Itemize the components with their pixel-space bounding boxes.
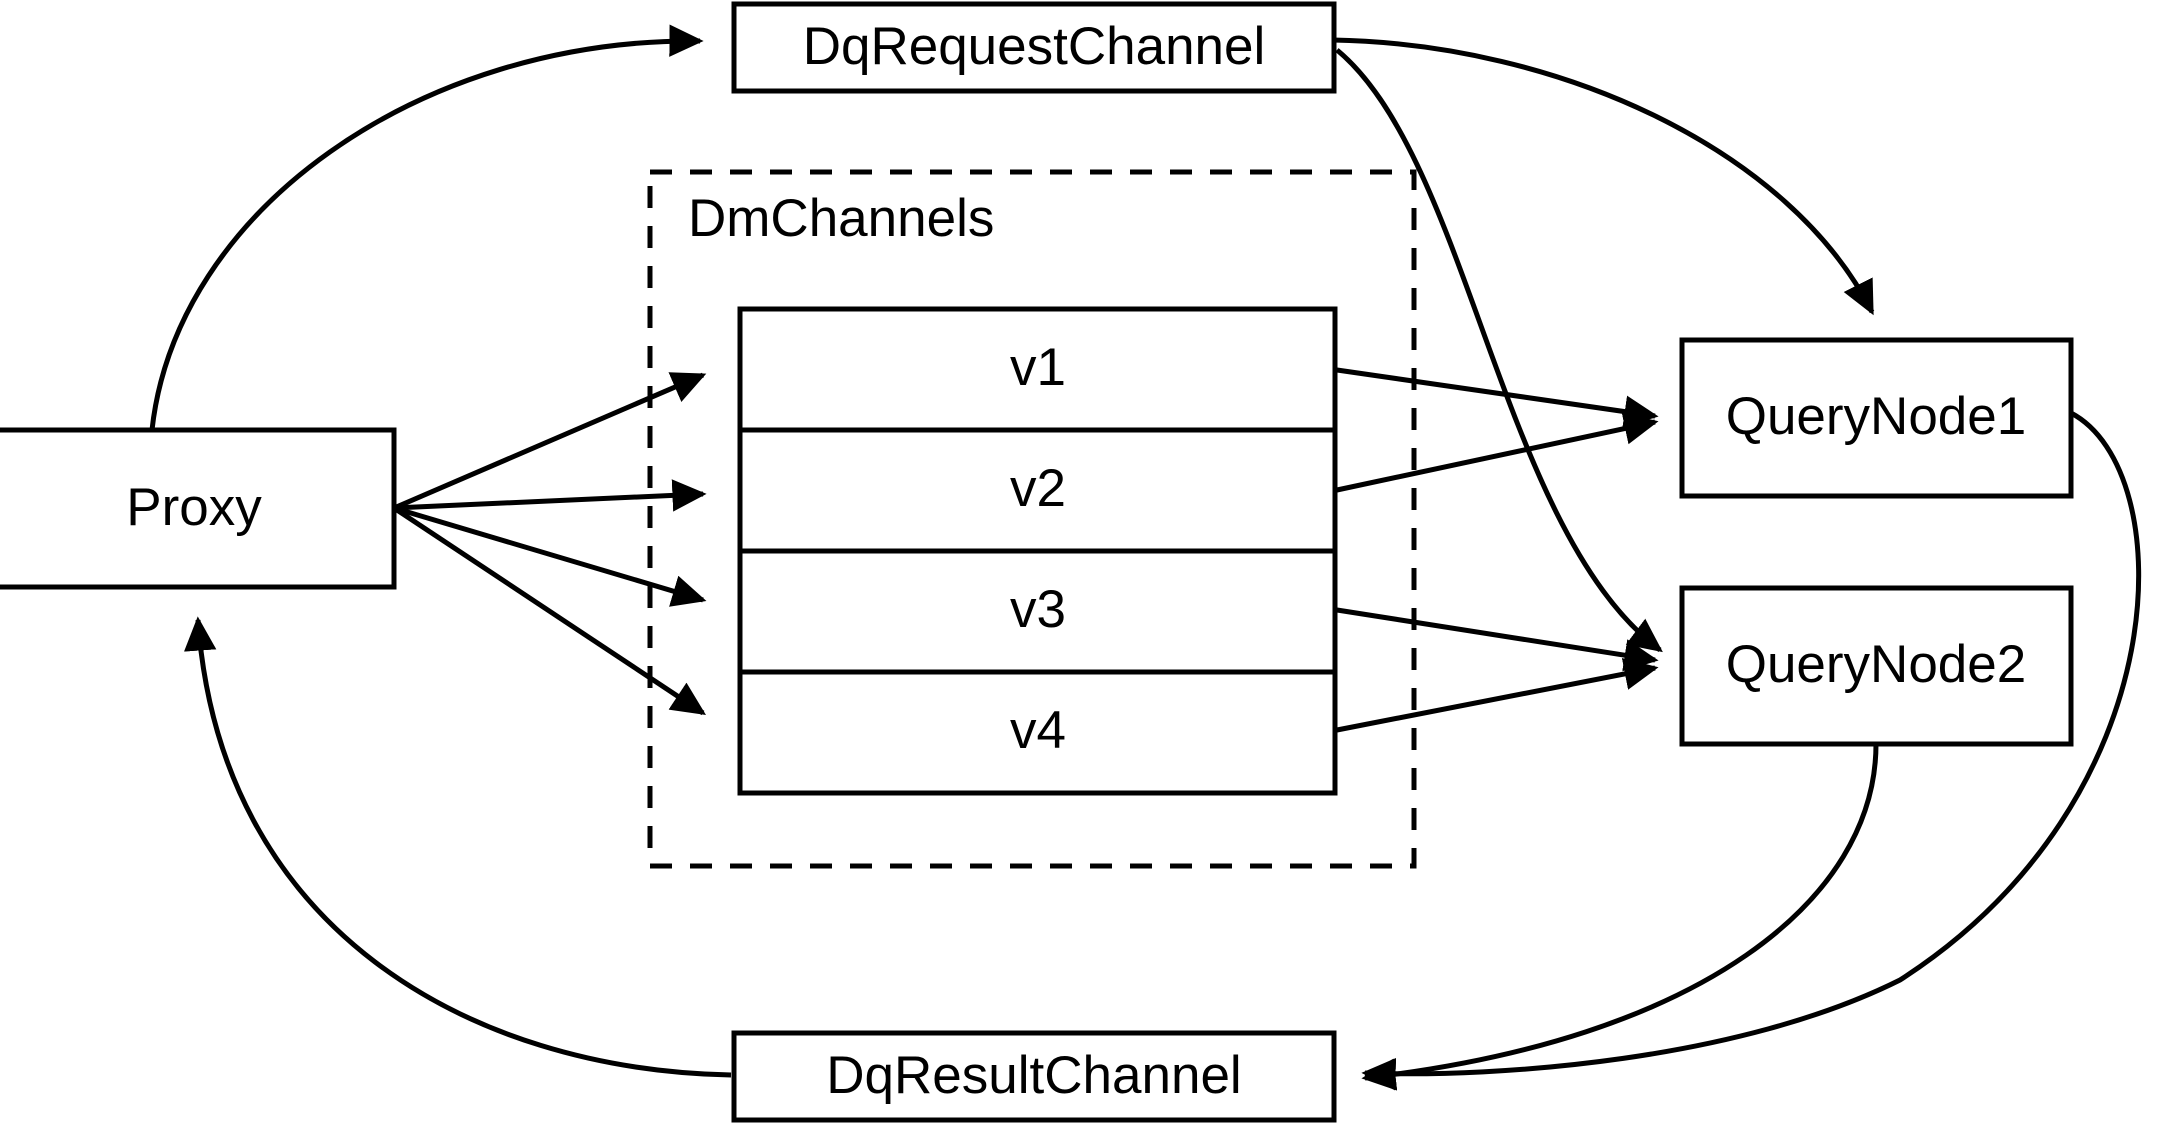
- node-query-node-2-box[interactable]: [1679, 585, 2074, 747]
- node-dq-request-channel-box[interactable]: [731, 1, 1337, 94]
- edge-querynode1-to-dqresultchannel: [1361, 410, 2142, 1091]
- table-row-v3-label: v3: [1010, 580, 1066, 639]
- table-row-v1-label: v1: [1010, 338, 1066, 397]
- node-proxy[interactable]: Proxy: [0, 427, 397, 590]
- dmchannels-group-label: DmChannels: [688, 189, 994, 248]
- edge-dqrequestchannel-to-querynode1: [1332, 37, 1875, 316]
- node-query-node-2[interactable]: QueryNode2: [1679, 585, 2074, 747]
- edge-dqrequestchannel-to-querynode2: [1335, 48, 1663, 653]
- edge-proxy-to-v1: [393, 372, 707, 511]
- edge-dqresultchannel-to-proxy: [184, 616, 732, 1078]
- node-proxy-label: Proxy: [126, 478, 262, 537]
- node-query-node-1-label: QueryNode1: [1726, 387, 2027, 446]
- edge-v1-to-querynode1: [1336, 367, 1659, 428]
- edge-v4-to-querynode2: [1336, 657, 1659, 733]
- node-query-node-1[interactable]: QueryNode1: [1679, 337, 2074, 499]
- edge-proxy-to-v2: [393, 479, 707, 512]
- node-dq-request-channel[interactable]: DqRequestChannel: [731, 1, 1337, 94]
- edge-v2-to-querynode1: [1336, 412, 1659, 493]
- node-dq-result-channel[interactable]: DqResultChannel: [731, 1030, 1337, 1123]
- edge-proxy-to-v4: [392, 505, 706, 716]
- node-proxy-box[interactable]: [0, 427, 397, 590]
- node-dq-result-channel-box[interactable]: [731, 1030, 1337, 1123]
- node-dq-request-channel-label: DqRequestChannel: [803, 17, 1266, 76]
- node-query-node-2-label: QueryNode2: [1726, 635, 2027, 694]
- dmchannels-group-border: [647, 169, 1417, 869]
- edge-proxy-to-dqrequestchannel: [149, 24, 704, 431]
- table-row-v4-label: v4: [1010, 701, 1066, 760]
- node-query-node-1-box[interactable]: [1679, 337, 2074, 499]
- table-row-v2-label: v2: [1010, 459, 1066, 518]
- edge-querynode2-to-dqresultchannel: [1361, 743, 1879, 1091]
- dmchannels-group: DmChannels: [647, 169, 1417, 869]
- node-dq-result-channel-label: DqResultChannel: [826, 1046, 1241, 1105]
- edge-proxy-to-v3: [393, 505, 707, 607]
- dmchannels-table: v1 v2 v3 v4: [737, 306, 1338, 796]
- edge-layer: [149, 24, 2142, 1091]
- edge-v3-to-querynode2: [1336, 607, 1659, 672]
